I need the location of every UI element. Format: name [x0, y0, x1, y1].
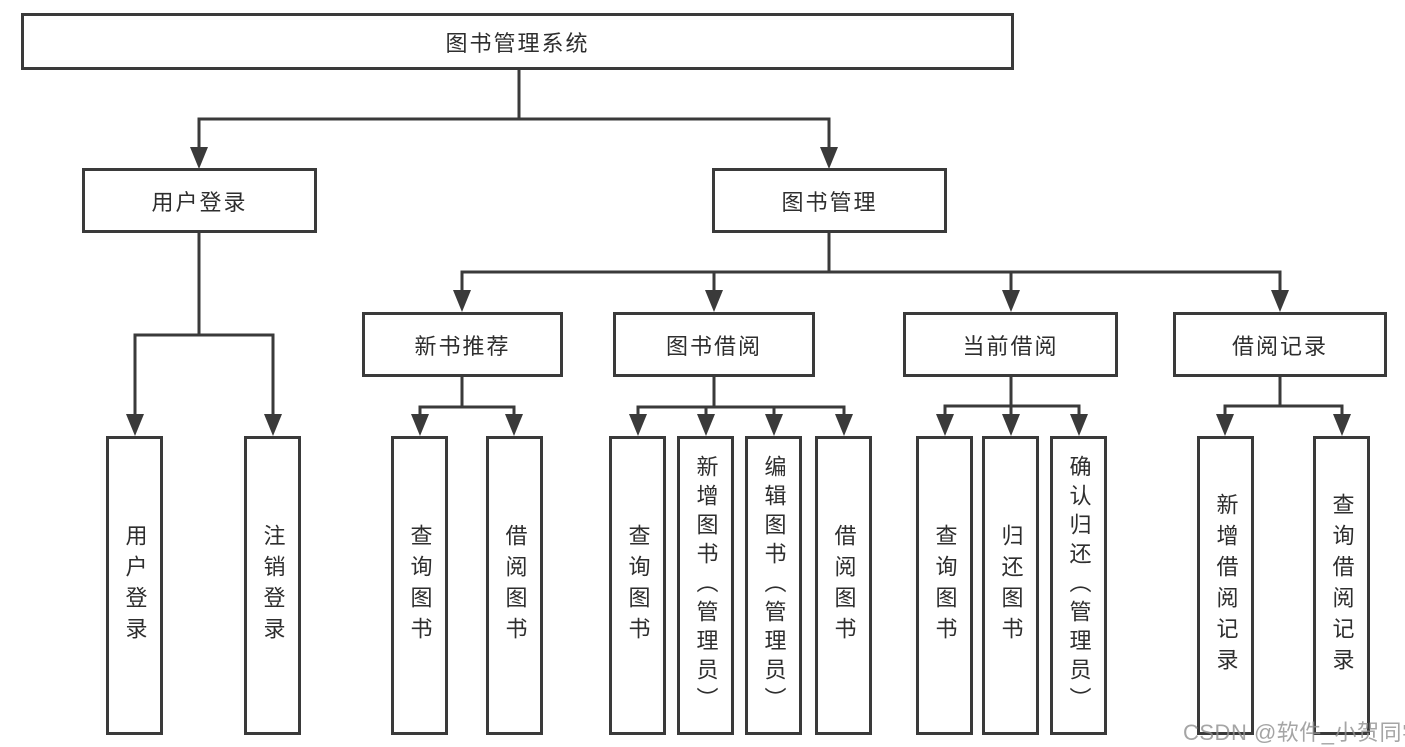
node-add-book-admin: 新增图书（管理员）	[677, 436, 734, 735]
node-user-login: 用户登录	[82, 168, 317, 233]
node-edit-book-admin: 编辑图书（管理员）	[745, 436, 802, 735]
node-confirm-return-admin: 确认归还（管理员）	[1050, 436, 1107, 735]
node-library-system: 图书管理系统	[21, 13, 1014, 70]
connector-book-borrow-to-children	[629, 377, 853, 436]
node-borrow-books-rec: 借阅图书	[486, 436, 543, 735]
node-query-borrow-record: 查询借阅记录	[1313, 436, 1370, 735]
connector-user-login-to-children	[126, 233, 282, 436]
node-query-books-borrow: 查询图书	[609, 436, 666, 735]
connector-new-book-rec-to-children	[411, 377, 523, 436]
node-user-login-leaf: 用户登录	[106, 436, 163, 735]
node-borrowing-records: 借阅记录	[1173, 312, 1387, 377]
node-return-books: 归还图书	[982, 436, 1039, 735]
node-current-borrowing: 当前借阅	[903, 312, 1118, 377]
node-query-books-current: 查询图书	[916, 436, 973, 735]
node-borrow-books: 借阅图书	[815, 436, 872, 735]
node-book-borrowing: 图书借阅	[613, 312, 815, 377]
node-query-books-rec: 查询图书	[391, 436, 448, 735]
node-add-borrow-record: 新增借阅记录	[1197, 436, 1254, 735]
connector-book-mgmt-to-level3	[453, 233, 1289, 312]
connector-current-borrow-to-children	[936, 377, 1088, 436]
node-logout: 注销登录	[244, 436, 301, 735]
node-book-management: 图书管理	[712, 168, 947, 233]
connector-borrow-records-to-children	[1216, 377, 1351, 436]
csdn-watermark: CSDN @软件_小贺同学	[1183, 720, 1405, 745]
connector-root-to-level2	[190, 69, 838, 169]
node-new-book-recommend: 新书推荐	[362, 312, 563, 377]
